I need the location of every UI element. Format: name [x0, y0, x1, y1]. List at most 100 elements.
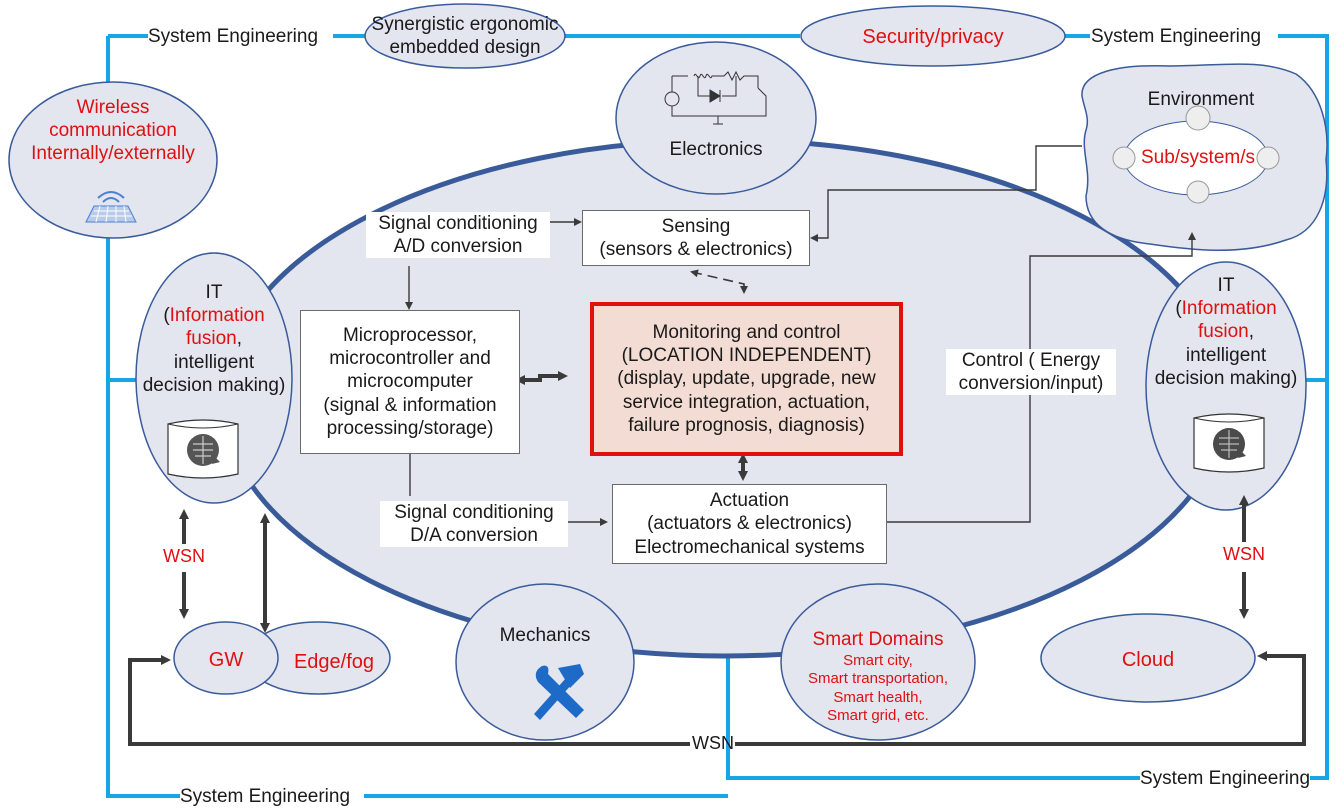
actuation-line-3: Electromechanical systems	[634, 536, 865, 558]
security-privacy-label: Security/privacy	[862, 26, 1004, 48]
synergistic-label: Synergistic ergonomic embedded design	[365, 13, 565, 59]
electronics-ellipse	[615, 41, 817, 195]
actuation-box: Actuation (actuators & electronics) Elec…	[612, 484, 887, 564]
wsn-left-label: WSN	[163, 546, 205, 566]
system-engineering-label-bottom-right: System Engineering	[1140, 767, 1311, 791]
wsn-right-label: WSN	[1223, 544, 1265, 564]
it-right-line-5: decision making)	[1154, 367, 1298, 389]
microprocessor-box: Microprocessor, microcontroller and micr…	[300, 310, 520, 454]
it-left-label: IT (Information fusion, intelligent deci…	[136, 281, 292, 397]
sensing-title: Sensing	[661, 215, 731, 237]
wireless-label: Wireless communication Internally/extern…	[9, 96, 217, 166]
it-left-line-3: fusion,	[136, 327, 292, 350]
signal-da-line-2: D/A conversion	[410, 525, 538, 547]
arrow-actuation-to-environment	[887, 232, 1196, 523]
monitoring-line-3: (display, update, upgrade, new	[617, 368, 876, 390]
it-right-paren: (	[1175, 298, 1182, 320]
cloud-label: Cloud	[1121, 649, 1175, 671]
it-left-paren: (	[163, 305, 170, 327]
brain-icon	[1192, 410, 1266, 474]
frame-left	[106, 36, 185, 798]
electronics-label: Electronics	[669, 139, 763, 160]
cloud-ellipse	[1040, 613, 1256, 703]
signal-da-line-1: Signal conditioning	[394, 502, 554, 523]
it-left-title: IT	[205, 282, 223, 303]
tools-icon	[522, 660, 594, 720]
brain-icon	[166, 416, 240, 480]
signal-da-label: Signal conditioning D/A conversion	[380, 501, 568, 548]
mechanics-label: Mechanics	[499, 625, 591, 646]
it-right-label: IT (Information fusion, intelligent deci…	[1146, 274, 1306, 390]
control-line-1: Control ( Energy	[961, 350, 1101, 371]
smart-domains-ellipse	[780, 583, 976, 741]
security-ellipse	[800, 5, 1066, 67]
it-right-comma: ,	[1248, 321, 1254, 343]
monitoring-line-1: Monitoring and control	[652, 322, 841, 344]
smart-domains-list: Smart city, Smart transportation, Smart …	[790, 652, 966, 725]
it-left-comma: ,	[236, 328, 242, 350]
wifi-keyboard-icon	[80, 186, 142, 226]
micro-line-5: processing/storage)	[326, 417, 494, 439]
it-right-title: IT	[1217, 275, 1235, 296]
smart-domains-title: Smart Domains	[812, 629, 944, 650]
arrow-wsn-bottom-to-cloud	[760, 651, 1306, 746]
synergistic-ellipse	[364, 3, 566, 69]
environment-label: Environment	[1147, 89, 1255, 110]
arrow-micro-monitoring	[515, 371, 568, 385]
frame-bottom-right	[726, 640, 1140, 780]
arrow-wsn-bottom-to-gw	[128, 655, 640, 746]
it-right-ellipse	[1145, 261, 1307, 511]
signal-ad-label: Signal conditioning A/D conversion	[366, 212, 550, 259]
wsn-bottom-label: WSN	[692, 733, 734, 753]
monitoring-line-4: service integration, actuation,	[622, 391, 871, 413]
actuation-line-1: Actuation	[709, 490, 790, 512]
signal-ad-line-2: A/D conversion	[393, 236, 523, 258]
actuation-line-2: (actuators & electronics)	[647, 513, 852, 535]
signal-ad-line-1: Signal conditioning	[378, 213, 538, 234]
synergistic-line-1: Synergistic ergonomic	[371, 14, 559, 35]
smart-city-item: Smart city,	[843, 652, 913, 669]
smart-grid-item: Smart grid, etc.	[827, 706, 929, 724]
system-engineering-label-top-right: System Engineering	[1091, 25, 1262, 49]
micro-line-1: Microprocessor,	[342, 325, 478, 347]
control-label: Control ( Energy conversion/input)	[946, 349, 1116, 396]
wireless-line-2: communication	[49, 120, 177, 142]
it-right-line-3: fusion,	[1146, 320, 1306, 343]
it-right-line-4: intelligent	[1185, 344, 1267, 366]
monitoring-line-2: (LOCATION INDEPENDENT)	[621, 345, 872, 367]
subsystem-node-left	[1112, 146, 1136, 170]
monitoring-line-5: failure prognosis, diagnosis)	[628, 414, 865, 436]
synergistic-line-2: embedded design	[389, 37, 541, 59]
control-line-2: conversion/input)	[958, 373, 1104, 395]
subsystem-node-right	[1256, 146, 1280, 170]
it-right-fusion: fusion	[1198, 321, 1249, 343]
system-engineering-label-bottom-left: System Engineering	[180, 785, 351, 808]
sensing-subtitle: (sensors & electronics)	[599, 239, 793, 260]
subsystem-label: Sub/system/s	[1140, 147, 1256, 168]
smart-transportation-item: Smart transportation,	[807, 670, 949, 688]
it-left-information: Information	[169, 305, 265, 327]
edge-fog-label: Edge/fog	[293, 651, 375, 673]
gw-label: GW	[208, 649, 244, 671]
it-left-line-4: intelligent	[173, 351, 255, 373]
mechanics-ellipse	[455, 583, 635, 741]
it-right-line-2: (Information	[1146, 297, 1306, 320]
micro-line-3: microcomputer	[347, 371, 473, 393]
micro-line-4: (signal & information	[323, 394, 497, 416]
it-right-information: Information	[1181, 298, 1277, 320]
wireless-line-3: Internally/externally	[31, 143, 195, 165]
system-engineering-label-top-left: System Engineering	[148, 25, 319, 49]
it-left-line-5: decision making)	[142, 374, 286, 396]
it-left-fusion: fusion	[186, 328, 237, 350]
circuit-icon	[658, 66, 776, 128]
smart-health-item: Smart health,	[833, 688, 923, 706]
arrow-sensing-monitoring-dashed	[690, 269, 748, 294]
it-left-line-2: (Information	[136, 304, 292, 327]
arrow-environment-to-sensing	[810, 145, 1082, 242]
micro-line-2: microcontroller and	[329, 348, 491, 370]
subsystem-node-bottom	[1186, 180, 1210, 204]
gw-ellipse	[173, 621, 279, 695]
monitoring-control-box: Monitoring and control (LOCATION INDEPEN…	[590, 302, 903, 456]
wireless-ellipse	[8, 81, 218, 239]
